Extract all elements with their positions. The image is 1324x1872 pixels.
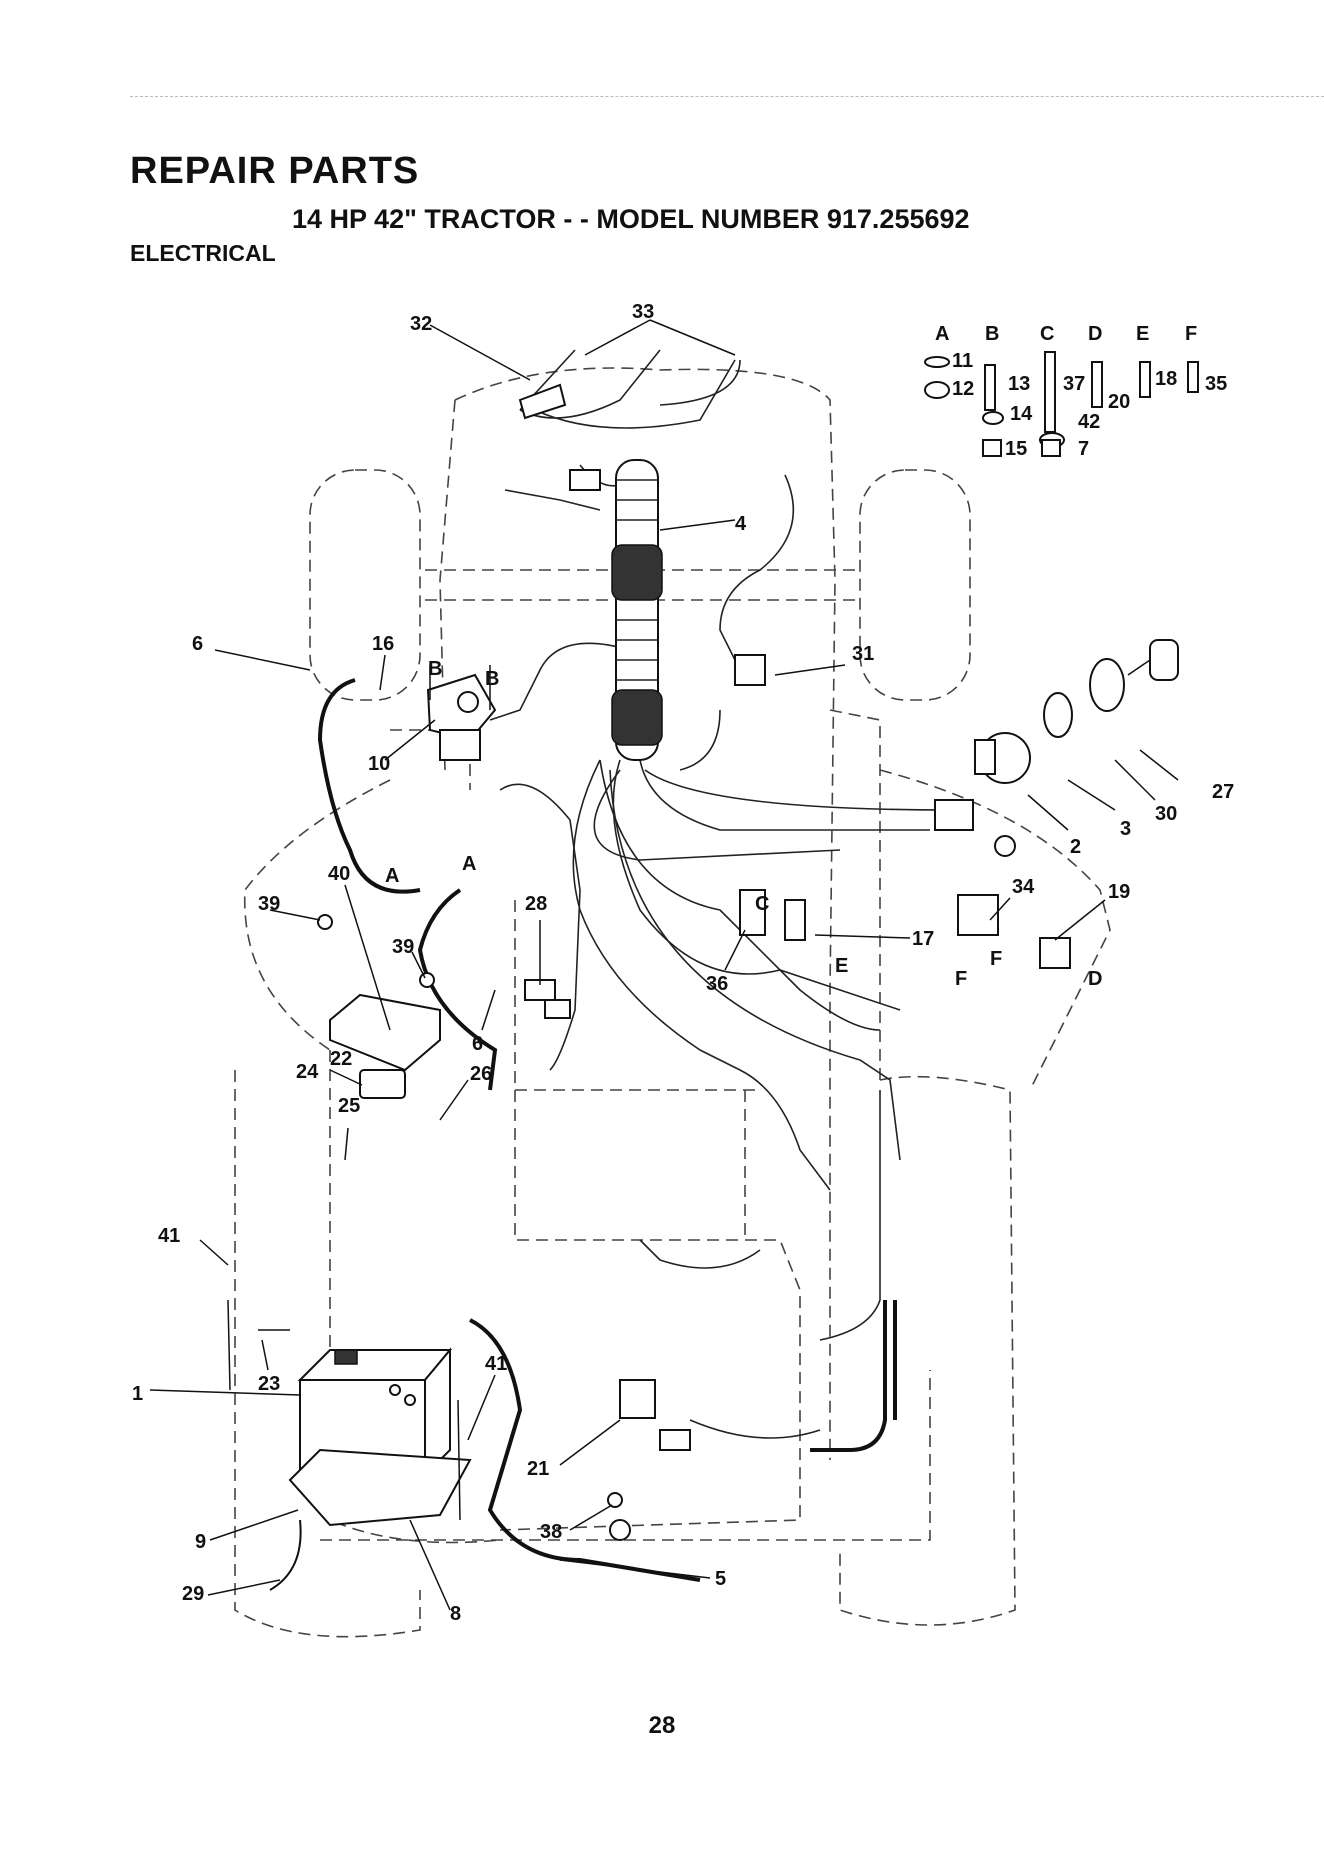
pto-connector [570, 470, 600, 490]
switch-washer [1044, 693, 1072, 737]
ref-d1: D [1088, 968, 1102, 990]
ref-f1: F [990, 948, 1002, 970]
callout-40: 40 [328, 863, 350, 885]
callout-10: 10 [368, 753, 390, 775]
callout-22: 22 [330, 1048, 352, 1070]
callout-20: 20 [1108, 391, 1130, 413]
callout-39a: 39 [258, 893, 280, 915]
callout-24: 24 [296, 1061, 319, 1083]
ref-b2: B [485, 668, 499, 690]
callout-42: 42 [1078, 411, 1100, 433]
ground-terminal [608, 1493, 622, 1507]
callout-27: 27 [1212, 781, 1234, 803]
ref-c1: C [755, 893, 769, 915]
callout-7: 7 [1078, 438, 1089, 460]
carriage-bolt-left [228, 1300, 230, 1390]
section-title: ELECTRICAL [130, 240, 276, 267]
ring-terminal-right [995, 836, 1015, 856]
callout-36: 36 [706, 973, 728, 995]
callout-31: 31 [852, 643, 874, 665]
ignition-key [1128, 640, 1178, 680]
starter-relay-21 [620, 1380, 690, 1450]
callout-3: 3 [1120, 818, 1131, 840]
callout-33: 33 [632, 301, 654, 323]
plunger-switch [1040, 938, 1070, 968]
electrical-parts-diagram: A B C D E F [0, 290, 1324, 1690]
ring-terminal-lower [610, 1520, 630, 1540]
callout-30: 30 [1155, 803, 1177, 825]
callout-17: 17 [912, 928, 934, 950]
header-rule [130, 96, 1324, 97]
lower-coil-harness [810, 1300, 895, 1450]
callout-18: 18 [1155, 368, 1177, 390]
battery-tray [290, 1450, 470, 1525]
switch-nut [1090, 659, 1124, 711]
callout-37: 37 [1063, 373, 1085, 395]
callout-16: 16 [372, 633, 394, 655]
callout-26: 26 [470, 1063, 492, 1085]
callout-38: 38 [540, 1521, 562, 1543]
callout-32: 32 [410, 313, 432, 335]
battery-insulator [360, 1070, 405, 1098]
callout-6b: 6 [472, 1033, 483, 1055]
seat-switch-connector [735, 655, 765, 685]
ignition-switch [975, 733, 1030, 783]
callout-1: 1 [132, 1383, 143, 1405]
ref-a1: A [385, 865, 399, 887]
callout-13: 13 [1008, 373, 1030, 395]
callout-5: 5 [715, 1568, 726, 1590]
connector-harness-end [935, 800, 973, 830]
hardware-col-e: E [1136, 323, 1149, 345]
callout-2: 2 [1070, 836, 1081, 858]
ref-e1: E [835, 955, 848, 977]
callout-41b: 41 [485, 1353, 507, 1375]
callout-41a: 41 [158, 1225, 180, 1247]
ref-b1: B [428, 658, 442, 680]
callout-15: 15 [1005, 438, 1027, 460]
callout-6a: 6 [192, 633, 203, 655]
callout-9: 9 [195, 1531, 206, 1553]
page-title: REPAIR PARTS [130, 150, 419, 193]
wing-nut-right [420, 973, 434, 987]
fuel-vent-hose [270, 1520, 301, 1590]
callout-14: 14 [1010, 403, 1033, 425]
hardware-col-c: C [1040, 323, 1054, 345]
hardware-col-b: B [985, 323, 999, 345]
callout-25: 25 [338, 1095, 360, 1117]
callout-12: 12 [952, 378, 974, 400]
hardware-col-f: F [1185, 323, 1197, 345]
carriage-bolt-right [458, 1400, 460, 1520]
callout-21: 21 [527, 1458, 549, 1480]
page-number: 28 [0, 1712, 1324, 1740]
callout-28: 28 [525, 893, 547, 915]
callout-29: 29 [182, 1583, 204, 1605]
relay-17 [785, 900, 805, 940]
wire-harness-coil [612, 460, 662, 760]
headlight-harness-end [520, 385, 565, 418]
wiring [490, 350, 950, 1438]
callout-34: 34 [1012, 876, 1035, 898]
callout-4: 4 [735, 513, 747, 535]
page-subtitle: 14 HP 42" TRACTOR - - MODEL NUMBER 917.2… [292, 204, 970, 235]
plunger-switch-bracket [958, 895, 998, 935]
callout-8: 8 [450, 1603, 461, 1625]
callout-39b: 39 [392, 936, 414, 958]
callout-11: 11 [952, 350, 973, 372]
callout-23: 23 [258, 1373, 280, 1395]
ref-f2: F [955, 968, 967, 990]
hardware-col-a: A [935, 323, 949, 345]
wing-nut-left [318, 915, 332, 929]
callout-19: 19 [1108, 881, 1130, 903]
fuse [545, 1000, 570, 1018]
callout-35: 35 [1205, 373, 1227, 395]
hardware-col-d: D [1088, 323, 1102, 345]
ref-a2: A [462, 853, 476, 875]
